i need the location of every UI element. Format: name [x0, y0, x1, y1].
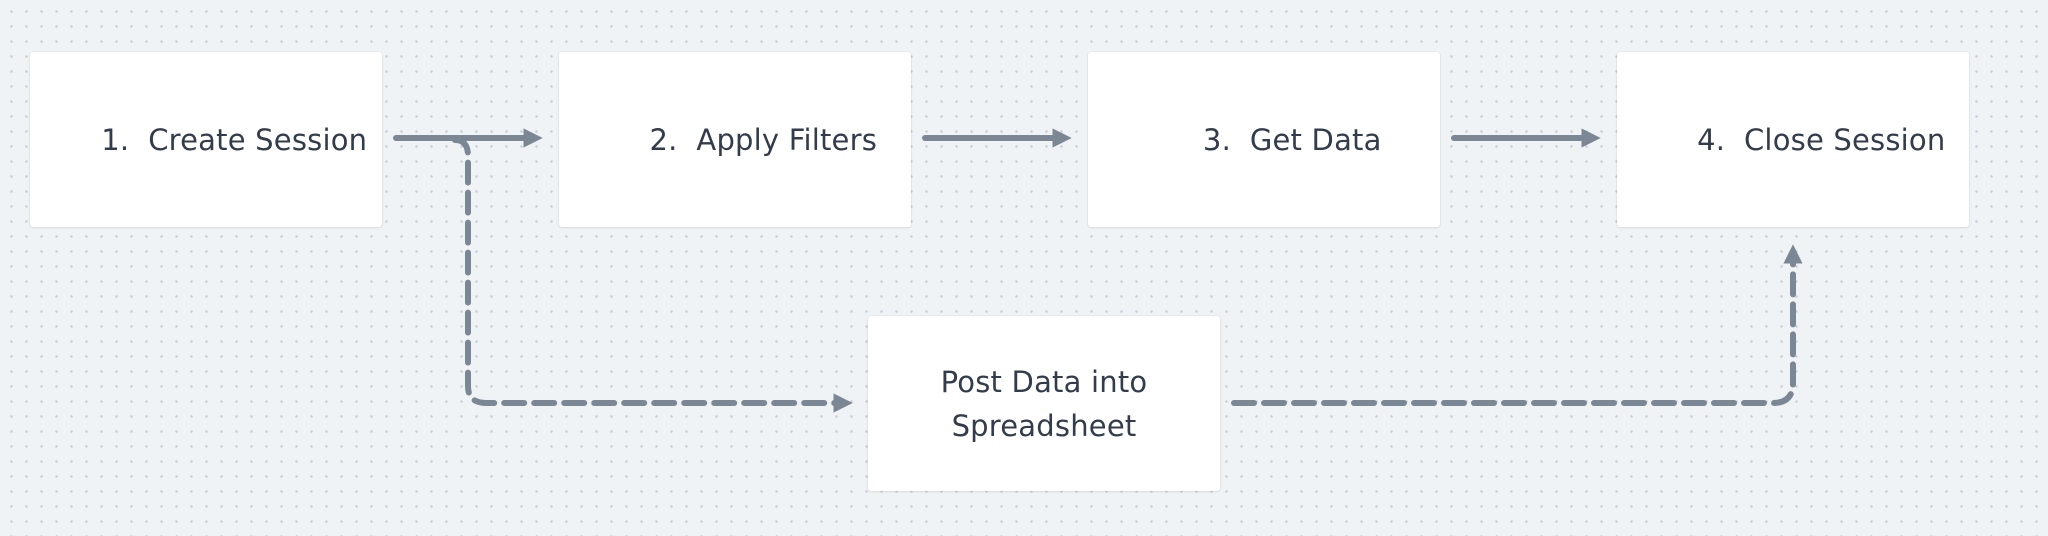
side-step-line-2: Spreadsheet	[951, 408, 1137, 443]
step-number: 4.	[1697, 122, 1726, 157]
side-step-label: Post Data into Spreadsheet	[941, 360, 1148, 448]
step-title: Create Session	[148, 122, 368, 157]
step-get-data[interactable]: 3. Get Data	[1088, 52, 1440, 227]
step-number: 3.	[1202, 122, 1231, 157]
step-close-session[interactable]: 4. Close Session	[1617, 52, 1969, 227]
step-title: Get Data	[1249, 122, 1382, 157]
side-step-post-data[interactable]: Post Data into Spreadsheet	[868, 316, 1220, 491]
step-title: Close Session	[1743, 122, 1946, 157]
step-label: 1. Create Session	[45, 89, 367, 191]
step-title: Apply Filters	[696, 122, 878, 157]
step-apply-filters[interactable]: 2. Apply Filters	[559, 52, 911, 227]
side-step-line-1: Post Data into	[940, 364, 1148, 399]
step-number: 2.	[649, 122, 678, 157]
step-create-session[interactable]: 1. Create Session	[30, 52, 382, 227]
dashed-arrow-side-step-to-step4	[1231, 244, 1803, 406]
step-label: 4. Close Session	[1641, 89, 1946, 191]
step-label: 2. Apply Filters	[593, 89, 877, 191]
step-label: 3. Get Data	[1146, 89, 1381, 191]
step-number: 1.	[101, 122, 130, 157]
